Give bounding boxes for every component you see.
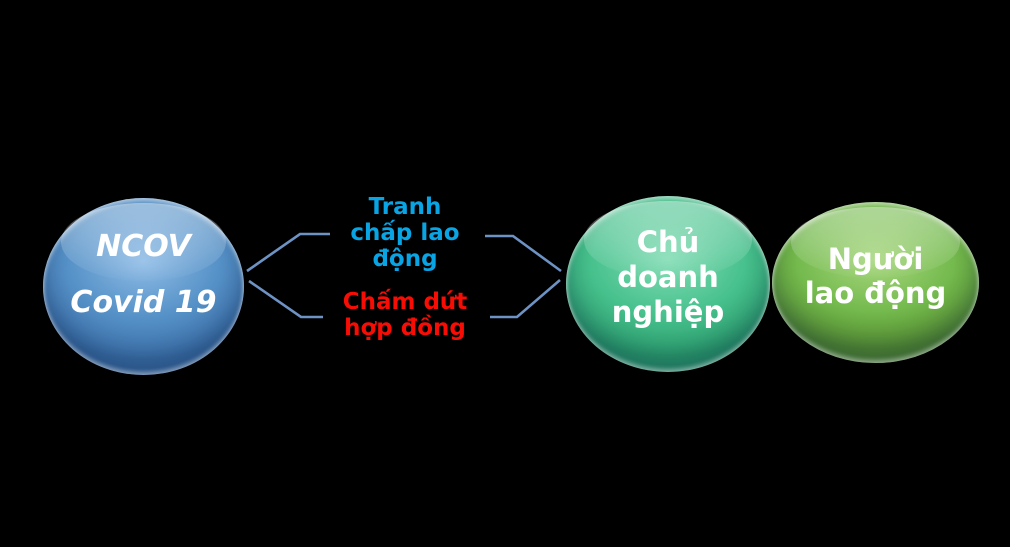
node-business-owner-text: Chủ doanh nghiệp bbox=[612, 225, 724, 330]
node-business-owner-line-1: Chủ bbox=[636, 224, 700, 259]
label-labor-dispute-line-2: chấp lao bbox=[350, 220, 460, 246]
node-ncov-line-1: NCOV bbox=[96, 228, 191, 264]
label-contract-termination-line-1: Chấm dứt bbox=[342, 289, 468, 315]
label-labor-dispute-line-1: Tranh bbox=[368, 194, 442, 220]
node-employee-line-2: lao động bbox=[804, 275, 947, 310]
node-ncov-line-2: Covid 19 bbox=[70, 284, 217, 320]
connector-bottom-left bbox=[248, 279, 323, 319]
node-business-owner-line-3: nghiệp bbox=[611, 294, 725, 329]
node-business-owner: Chủ doanh nghiệp bbox=[566, 196, 770, 372]
node-business-owner-line-2: doanh bbox=[617, 259, 719, 294]
connector-bottom-right bbox=[490, 279, 561, 319]
label-labor-dispute: Tranh chấp lao động bbox=[300, 194, 510, 272]
connector-top-left bbox=[246, 232, 330, 273]
label-contract-termination-line-2: hợp đồng bbox=[344, 315, 466, 341]
node-employee-line-1: Người bbox=[827, 241, 924, 276]
node-employee-text: Người lao động bbox=[805, 242, 947, 310]
label-labor-dispute-line-3: động bbox=[372, 246, 438, 272]
node-employee: Người lao động bbox=[772, 202, 979, 363]
node-ncov-covid19: NCOV Covid 19 bbox=[43, 198, 244, 375]
label-contract-termination: Chấm dứt hợp đồng bbox=[300, 289, 510, 341]
connector-top-right bbox=[485, 234, 562, 273]
node-ncov-covid19-text: NCOV Covid 19 bbox=[70, 227, 216, 323]
